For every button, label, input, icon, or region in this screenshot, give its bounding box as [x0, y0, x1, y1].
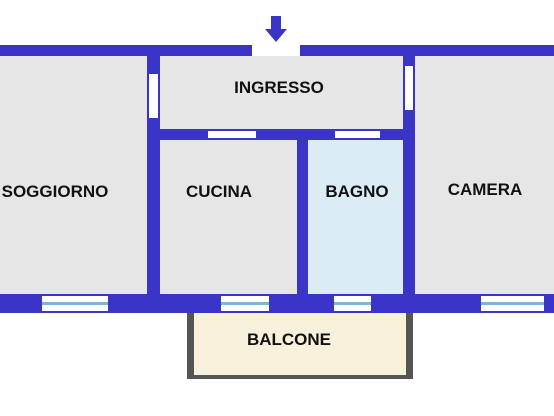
- windows: [42, 296, 544, 311]
- room-label-balcone: BALCONE: [247, 330, 331, 349]
- door-openings: [149, 66, 413, 138]
- wall-ingresso-bottom: [160, 129, 403, 140]
- balcony-railing: [187, 313, 413, 379]
- wall-top-left: [0, 45, 252, 56]
- window-bagno: [334, 296, 371, 311]
- ingresso-floor: [160, 56, 403, 129]
- window-soggiorno: [42, 296, 108, 311]
- room-label-cucina: CUCINA: [186, 182, 252, 201]
- door-soggiorno: [149, 74, 158, 118]
- cucina-floor: [160, 140, 297, 294]
- camera-floor: [415, 56, 554, 294]
- room-label-bagno: BAGNO: [325, 182, 388, 201]
- door-cucina: [208, 131, 256, 138]
- window-camera: [481, 296, 544, 311]
- wall-bottom: [0, 294, 554, 313]
- room-label-soggiorno: SOGGIORNO: [2, 182, 109, 201]
- balcone-floor: [193, 313, 408, 378]
- wall-cucina-bagno: [297, 140, 308, 294]
- wall-ingresso-camera: [403, 56, 415, 294]
- room-label-ingresso: INGRESSO: [234, 78, 324, 97]
- wall-top-right: [300, 45, 554, 56]
- soggiorno-floor: [0, 56, 147, 294]
- bagno-floor: [308, 140, 403, 294]
- door-bagno: [335, 131, 380, 138]
- room-label-camera: CAMERA: [448, 180, 523, 199]
- window-cucina: [221, 296, 269, 311]
- down-arrow-icon: [265, 16, 287, 42]
- door-camera: [405, 66, 413, 110]
